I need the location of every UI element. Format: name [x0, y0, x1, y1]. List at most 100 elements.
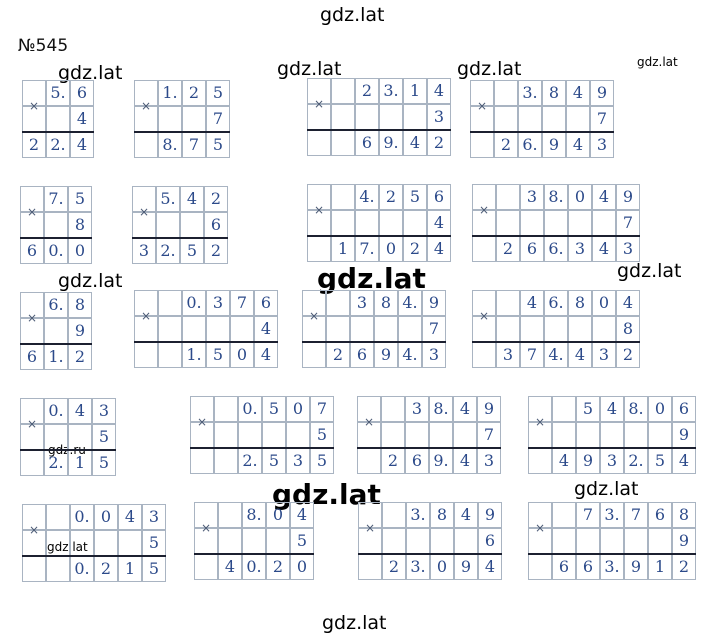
grid-cell [307, 236, 331, 262]
multiplicand-digit: 4 [296, 505, 308, 524]
grid-cell [528, 396, 552, 422]
grid-cell [44, 424, 68, 450]
multiplicand-digit: 3 [526, 187, 538, 206]
grid-cell [518, 106, 542, 132]
multiplier-digit: 9 [678, 425, 690, 444]
grid-cell [600, 396, 624, 422]
grid-cell [355, 78, 379, 104]
product-digit: 4 [572, 135, 584, 154]
multiplicand-digit: 1 [409, 81, 421, 100]
product-digit: 4 [678, 451, 690, 470]
result-line [20, 343, 92, 345]
grid-cell [190, 396, 214, 422]
product-digit: 5 [654, 451, 666, 470]
grid-cell [381, 422, 405, 448]
grid-cell [379, 210, 403, 236]
grid-cell [242, 502, 266, 528]
product-digit: 0. [246, 557, 262, 576]
multiplicand-digit: 3. [522, 83, 538, 102]
grid-cell [190, 448, 214, 474]
grid-cell [357, 448, 381, 474]
multiply-sign-icon: × [138, 205, 150, 219]
product-digit: 4 [459, 451, 471, 470]
product-digit: 0 [385, 239, 397, 258]
grid-cell [544, 210, 568, 236]
grid-cell [520, 290, 544, 316]
grid-cell [496, 184, 520, 210]
grid-cell [158, 290, 182, 316]
multiplicand-digit: 5 [74, 189, 86, 208]
multiply-sign-icon: × [28, 523, 40, 537]
grid-cell [158, 316, 182, 342]
grid-cell [590, 80, 614, 106]
result-line [472, 341, 640, 343]
product-digit: 3 [483, 451, 495, 470]
grid-cell [422, 290, 446, 316]
grid-cell [331, 210, 355, 236]
product-digit: 5 [316, 451, 328, 470]
grid-cell [624, 502, 648, 528]
product-digit: 6. [548, 239, 564, 258]
grid-cell [158, 342, 182, 368]
multiplicand-digit: 0 [292, 399, 304, 418]
product-digit: 4 [224, 557, 236, 576]
grid-cell [472, 236, 496, 262]
grid-cell [132, 186, 156, 212]
grid-cell [355, 104, 379, 130]
grid-cell [600, 422, 624, 448]
multiplier-digit: 9 [678, 531, 690, 550]
multiply-sign-icon: × [140, 309, 152, 323]
grid-cell [286, 422, 310, 448]
multiplicand-digit: 9 [484, 505, 496, 524]
product-digit: 2 [622, 345, 634, 364]
grid-cell [20, 292, 44, 318]
multiplicand-digit: 0. [242, 399, 258, 418]
product-digit: 4 [558, 451, 570, 470]
product-digit: 3. [604, 557, 620, 576]
product-digit: 3 [574, 239, 586, 258]
multiplicand-digit: 6 [76, 83, 88, 102]
grid-cell [552, 422, 576, 448]
grid-cell [44, 318, 68, 344]
multiplier-digit: 7 [483, 425, 495, 444]
product-digit: 2. [48, 453, 64, 472]
product-digit: 7 [526, 345, 538, 364]
multiplier-digit: 6 [210, 215, 222, 234]
grid-cell [544, 316, 568, 342]
product-digit: 1. [186, 345, 202, 364]
product-digit: 6 [26, 347, 38, 366]
grid-cell [398, 316, 422, 342]
grid-cell [70, 504, 94, 530]
grid-cell [403, 184, 427, 210]
multiply-sign-icon: × [308, 309, 320, 323]
multiplicand-digit: 0 [598, 293, 610, 312]
grid-cell [379, 78, 403, 104]
grid-cell [592, 316, 616, 342]
grid-cell [358, 502, 382, 528]
grid-cell [238, 396, 262, 422]
watermark-text: gdz.lat [637, 55, 678, 69]
grid-cell [672, 502, 696, 528]
grid-cell [542, 106, 566, 132]
grid-cell [357, 396, 381, 422]
multiplier-digit: 7 [622, 213, 634, 232]
result-line [358, 553, 502, 555]
grid-cell [331, 78, 355, 104]
grid-cell [624, 528, 648, 554]
grid-cell [576, 422, 600, 448]
product-digit: 2. [628, 451, 644, 470]
product-digit: 8. [162, 135, 178, 154]
grid-cell [592, 210, 616, 236]
result-line [528, 553, 696, 555]
grid-cell [94, 504, 118, 530]
product-digit: 1. [48, 347, 64, 366]
grid-cell [70, 530, 94, 556]
multiplicand-digit: 3. [383, 81, 399, 100]
grid-cell [496, 210, 520, 236]
watermark-text: gdz.lat [317, 262, 426, 295]
product-digit: 2 [388, 557, 400, 576]
grid-cell [70, 80, 94, 106]
grid-cell [430, 528, 454, 554]
multiplicand-digit: 5 [268, 399, 280, 418]
result-line [132, 237, 228, 239]
